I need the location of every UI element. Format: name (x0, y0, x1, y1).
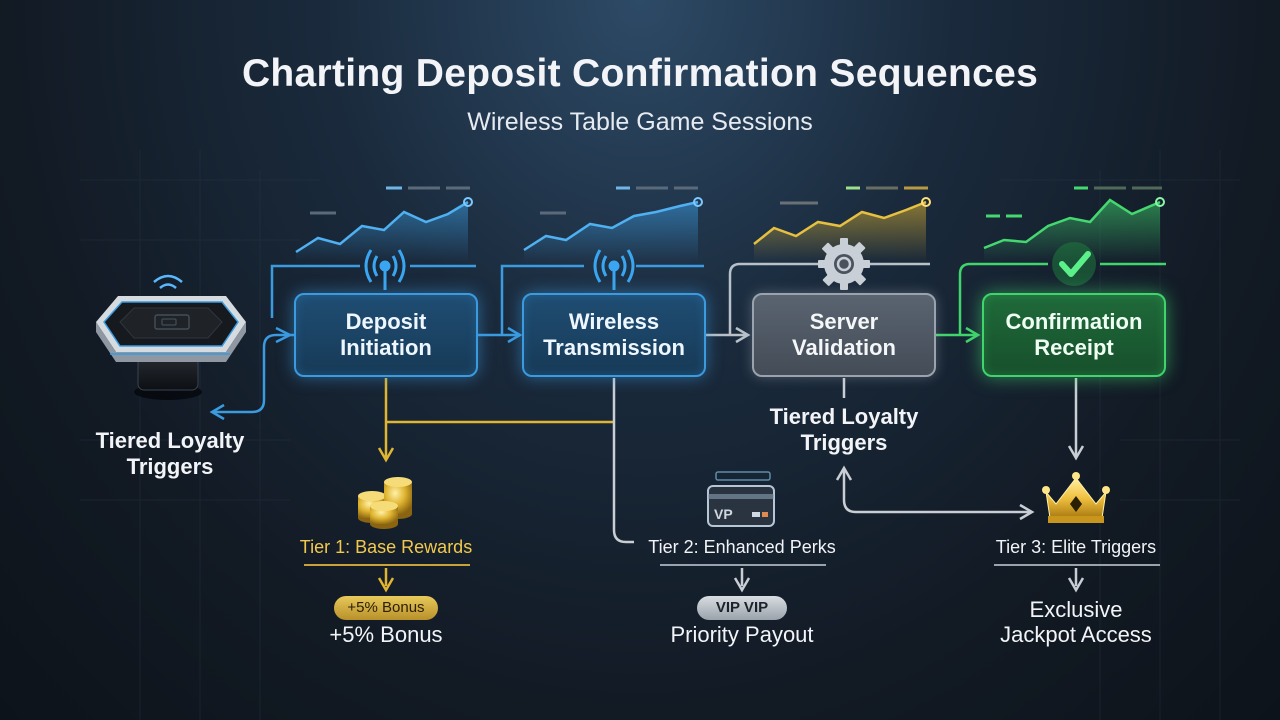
tier1-divider (304, 564, 470, 566)
tier2-label: Tier 2: Enhanced Perks (648, 537, 836, 557)
sparkline-chart-deposit (295, 186, 473, 262)
svg-text:VP: VP (714, 506, 733, 522)
page-subtitle: Wireless Table Game Sessions (467, 108, 813, 136)
tier1-result: +5% Bonus (329, 622, 443, 647)
checkmark-icon (1052, 242, 1096, 286)
tier2-divider (660, 564, 826, 566)
arrow-loyalty-loop (835, 378, 1085, 593)
vip-card-icon: VP (707, 471, 775, 527)
tier3-divider (994, 564, 1160, 566)
gear-icon (818, 238, 870, 290)
arrow-to-tier1 (377, 378, 614, 593)
wifi-signal-icon (364, 249, 406, 290)
page-title: Charting Deposit Confirmation Sequences (241, 52, 1039, 95)
arrow-server-to-confirmation (936, 262, 1166, 344)
arrow-to-tier2 (612, 378, 751, 593)
tier2-result: Priority Payout (670, 622, 814, 647)
arrow-deposit-to-wireless (476, 264, 704, 344)
tier3-result: Exclusive Jackpot Access (1000, 597, 1152, 647)
device-loyalty-label: Tiered Loyalty Triggers (95, 428, 245, 479)
tier2-vip-badge: VIP VIP (697, 596, 787, 620)
tier1-bonus-badge: +5% Bonus (334, 596, 438, 620)
coin-stack-icon (358, 477, 412, 529)
arrow-wireless-to-server (706, 262, 930, 344)
server-loyalty-label: Tiered Loyalty Triggers (769, 404, 919, 455)
sparkline-chart-validation (753, 186, 931, 262)
tier3-label: Tier 3: Elite Triggers (995, 537, 1157, 557)
sparkline-chart-transmission (523, 186, 703, 262)
wifi-signal-icon (593, 249, 635, 290)
sparkline-chart-confirmation (983, 186, 1165, 262)
device-link (209, 264, 476, 421)
crown-icon (1042, 472, 1110, 523)
tier1-label: Tier 1: Base Rewards (299, 537, 473, 557)
